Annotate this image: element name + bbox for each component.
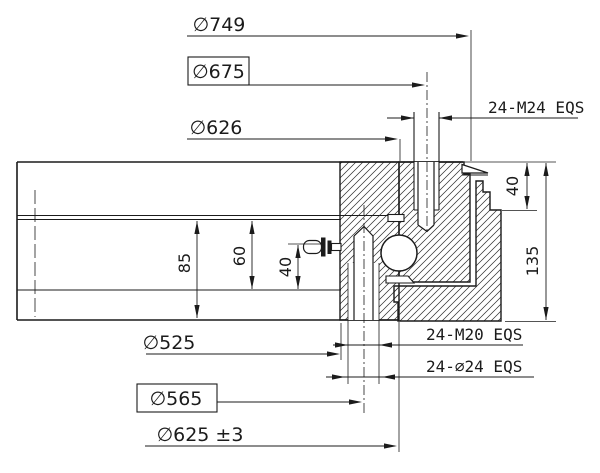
dim-m24-holes: 24-M24 EQS <box>488 98 584 117</box>
dim-height-40-left: 40 <box>276 257 295 277</box>
dim-height-40-right: 40 <box>503 176 522 196</box>
dim-height-135: 135 <box>523 246 542 277</box>
outer-ring-lower-section <box>393 180 502 322</box>
dim-bolt-circle-675: ∅675 <box>192 61 245 83</box>
dimension-lines <box>145 30 578 452</box>
raceway-ball <box>380 213 418 284</box>
seal-wedge <box>461 163 489 176</box>
dim-d24-holes: 24-∅24 EQS <box>426 357 522 376</box>
dim-outer-diameter-749: ∅749 <box>193 14 246 36</box>
dimension-labels: ∅749 ∅675 ∅626 24-M24 EQS 40 135 85 60 4… <box>143 14 585 446</box>
dim-raceway-625: ∅625 ±3 <box>157 424 244 446</box>
basic-dimension-box-675 <box>187 56 250 86</box>
dim-bore-525: ∅525 <box>143 332 196 354</box>
dim-bolt-circle-565: ∅565 <box>150 388 203 410</box>
ring-side-view <box>16 161 556 322</box>
dim-m20-holes: 24-M20 EQS <box>426 325 522 344</box>
dim-height-60: 60 <box>230 246 249 266</box>
m20-tapped-hole <box>347 205 380 415</box>
dim-bore-626: ∅626 <box>190 117 243 139</box>
m24-tapped-hole <box>413 72 440 233</box>
dim-height-85: 85 <box>175 253 194 273</box>
basic-dimension-box-565 <box>136 383 218 413</box>
grease-nipple-icon <box>302 237 342 257</box>
